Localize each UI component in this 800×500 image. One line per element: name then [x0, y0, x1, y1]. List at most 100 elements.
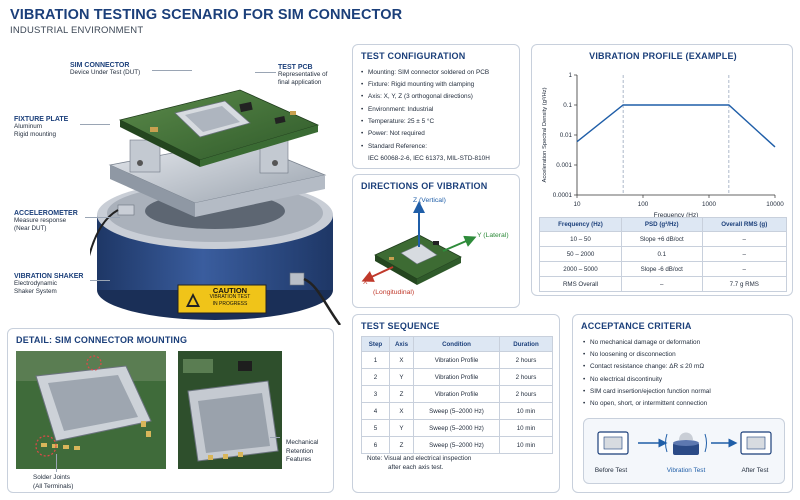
psd-th: Overall RMS (g) — [701, 217, 787, 232]
label-sim-connector: SIM CONNECTOR Device Under Test (DUT) — [70, 62, 140, 77]
config-item: Mounting: SIM connector soldered on PCB — [361, 67, 519, 79]
flow-diagram — [597, 431, 772, 455]
psd-cell: 10 – 50 — [539, 231, 622, 247]
label-shaker-title: VIBRATION SHAKER — [14, 273, 84, 280]
caution-line2: IN PROGRESS — [212, 301, 248, 307]
callout-line-accel — [85, 217, 120, 218]
config-item: Standard Reference: — [361, 142, 519, 151]
seq-cell: Z — [389, 436, 414, 454]
seq-cell: 10 min — [499, 402, 553, 420]
acceptance-panel: ACCEPTANCE CRITERIA No mechanical damage… — [572, 314, 793, 493]
profile-title: VIBRATION PROFILE (EXAMPLE) — [589, 51, 737, 61]
seq-th: Axis — [389, 336, 414, 352]
criteria-item: SIM card insertion/ejection function nor… — [583, 386, 788, 398]
psd-th: PSD (g²/Hz) — [621, 217, 703, 232]
label-fixture-sub2: Rigid mounting — [14, 131, 57, 138]
detail-title: DETAIL: SIM CONNECTOR MOUNTING — [16, 335, 188, 345]
x-axis-label: Frequency (Hz) — [654, 212, 699, 219]
label-fixture-sub1: Aluminum — [14, 123, 42, 130]
callout-line-sim — [152, 70, 192, 71]
psd-th: Frequency (Hz) — [539, 217, 622, 232]
test-config-title: TEST CONFIGURATION — [361, 51, 466, 61]
flow-vibration-label: Vibration Test — [666, 467, 706, 474]
solder-label: Solder Joints (All Terminals) — [33, 452, 73, 491]
callout-line-fixture — [80, 124, 110, 125]
psd-series-line — [576, 104, 776, 148]
config-item: Axis: X, Y, Z (3 orthogonal directions) — [361, 91, 519, 103]
criteria-item: No mechanical damage or deformation — [583, 337, 788, 349]
directions-title: DIRECTIONS OF VIBRATION — [361, 181, 488, 191]
y-axis-label: Acceleration Spectral Density (g²/Hz) — [542, 87, 548, 182]
seq-cell: 4 — [361, 402, 390, 420]
seq-cell: Z — [389, 385, 414, 403]
psd-cell: Slope +6 dB/oct — [621, 231, 703, 247]
solder-label-line1: Solder Joints — [33, 474, 70, 481]
retention-label-line1: Mechanical — [286, 439, 319, 446]
seq-cell: 2 hours — [499, 385, 553, 403]
seq-cell: 5 — [361, 419, 390, 437]
axes-drawing — [361, 201, 477, 285]
seq-th: Condition — [413, 336, 500, 352]
retention-label-line2: Retention — [286, 447, 314, 455]
test-config-list: Mounting: SIM connector soldered on PCB … — [361, 67, 519, 151]
seq-cell: 2 hours — [499, 368, 553, 386]
config-standard-line: IEC 60068-2-6, IEC 61373, MIL-STD-810H — [368, 155, 490, 162]
seq-cell: Vibration Profile — [413, 368, 500, 386]
criteria-item: No loosening or disconnection — [583, 349, 788, 361]
x-tick-label: 1000 — [702, 201, 717, 208]
y-tick-label: 0.1 — [563, 102, 572, 109]
label-fixture-title: FIXTURE PLATE — [14, 116, 69, 123]
config-item: Environment: Industrial — [361, 104, 519, 116]
criteria-item: No electrical discontinuity — [583, 374, 788, 386]
label-sim-connector-sub: Device Under Test (DUT) — [70, 69, 141, 76]
callout-line-shaker — [90, 280, 110, 281]
sequence-panel: TEST SEQUENCE Step Axis Condition Durati… — [352, 314, 560, 493]
y-tick-label: 0.001 — [556, 162, 572, 169]
psd-cell: RMS Overall — [539, 276, 622, 292]
solder-callout-line — [56, 454, 57, 472]
label-accel-sub1: Measure response — [14, 217, 67, 224]
sequence-title: TEST SEQUENCE — [361, 321, 440, 331]
seq-cell: Vibration Profile — [413, 385, 500, 403]
seq-th: Duration — [499, 336, 553, 352]
seq-cell: Vibration Profile — [413, 351, 500, 369]
detail-photo-solder — [16, 351, 166, 469]
x-axis-sublabel: (Longitudinal) — [373, 289, 415, 296]
psd-cell: – — [701, 231, 787, 247]
shaker-illustration — [84, 45, 350, 326]
psd-cell: 50 – 2000 — [539, 246, 622, 262]
page-title: VIBRATION TESTING SCENARIO FOR SIM CONNE… — [10, 7, 403, 23]
label-shaker-sub2: Shaker System — [14, 288, 57, 295]
flow-after-label: After Test — [741, 467, 769, 474]
seq-cell: X — [389, 351, 414, 369]
seq-cell: 2 — [361, 368, 390, 386]
config-item: Temperature: 25 ± 5 °C — [361, 116, 519, 128]
detail-panel: DETAIL: SIM CONNECTOR MOUNTING Solder Jo… — [7, 328, 334, 493]
y-tick-label: 0.0001 — [553, 192, 573, 199]
psd-cell: Slope -6 dB/oct — [621, 261, 703, 277]
shaker-drawing — [84, 89, 342, 326]
flow-before-label: Before Test — [594, 467, 628, 474]
seq-cell: Sweep (5–2000 Hz) — [413, 402, 500, 420]
z-axis-label: Z (Vertical) — [413, 197, 446, 204]
seq-cell: 1 — [361, 351, 390, 369]
label-shaker-sub1: Electrodynamic — [14, 280, 58, 287]
x-axis-label: X — [363, 279, 368, 286]
page-subtitle: INDUSTRIAL ENVIRONMENT — [10, 25, 144, 36]
psd-cell: 0.1 — [621, 246, 703, 262]
caution-line1: VIBRATION TEST — [209, 294, 251, 300]
acceptance-list: No mechanical damage or deformation No l… — [583, 337, 788, 410]
seq-cell: Y — [389, 368, 414, 386]
seq-cell: X — [389, 402, 414, 420]
label-shaker: VIBRATION SHAKER Electrodynamic Shaker S… — [14, 273, 83, 296]
psd-cell: – — [701, 261, 787, 277]
seq-cell: Y — [389, 419, 414, 437]
seq-cell: Sweep (5–2000 Hz) — [413, 436, 500, 454]
directions-panel: DIRECTIONS OF VIBRATION Z (Vertical) Y (… — [352, 174, 520, 308]
config-item: Fixture: Rigid mounting with clamping — [361, 79, 519, 91]
caution-title: CAUTION — [212, 286, 248, 295]
x-tick-label: 10000 — [766, 201, 784, 208]
x-tick-label: 10 — [573, 201, 581, 208]
